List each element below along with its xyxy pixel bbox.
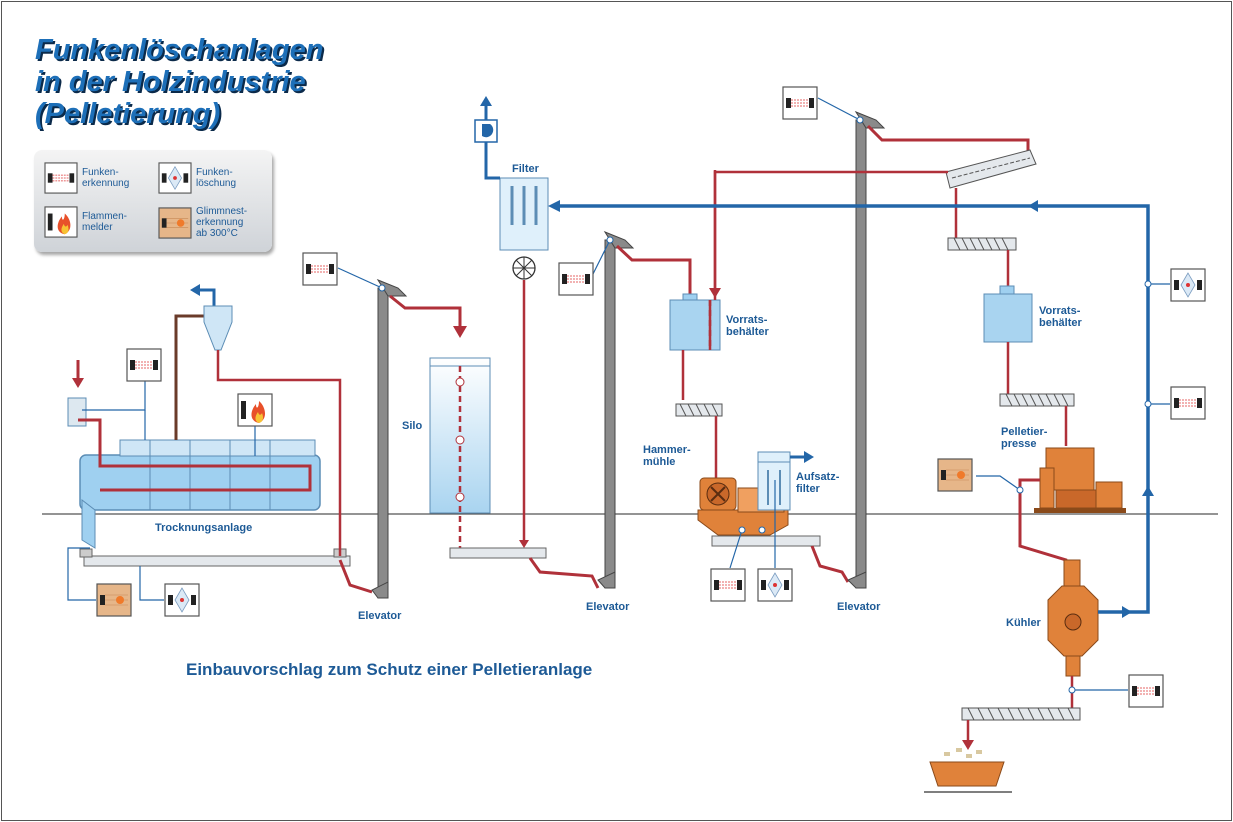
signal-lines xyxy=(67,97,1170,691)
label-cooler: Kühler xyxy=(1006,617,1041,629)
title-line-3: (Pelletierung) xyxy=(35,98,221,130)
blue-return-duct xyxy=(552,204,1150,614)
cyclone-to-dryer xyxy=(216,350,342,556)
legend-item-spark-extinction: Funken- löschung xyxy=(158,162,236,194)
cooler xyxy=(1047,559,1099,677)
pellet-press xyxy=(1034,447,1126,513)
storage-bin-2 xyxy=(983,285,1033,343)
label-pellet-press: Pelletier- presse xyxy=(1001,426,1048,450)
elevator-2 xyxy=(597,230,635,589)
elevator-3 xyxy=(847,110,886,589)
red-pipe-elevator1-silo xyxy=(389,294,462,330)
pipe-nodes xyxy=(378,116,1152,694)
sifter xyxy=(945,149,1037,189)
legend-label: Funken- erkennung xyxy=(82,167,130,189)
title-line-2: in der Holzindustrie xyxy=(35,66,306,98)
cyclone-outlet xyxy=(200,288,216,306)
conveyor-2 xyxy=(449,547,547,559)
label-elevator-3: Elevator xyxy=(837,601,881,613)
label-filter: Filter xyxy=(512,163,539,175)
spark-detector-icon xyxy=(44,162,78,194)
silo xyxy=(429,357,491,548)
filter xyxy=(499,177,549,280)
red-pipe-conveyor-elevator2 xyxy=(528,557,600,589)
conveyor-3 xyxy=(711,535,821,547)
label-drying-plant: Trocknungsanlage xyxy=(155,522,253,534)
legend-label: Funken- löschung xyxy=(196,167,237,189)
red-pipe-screen-return xyxy=(713,170,948,296)
filter-fan-duct xyxy=(484,140,500,180)
spark-detector-icon xyxy=(1170,386,1206,420)
spark-detector-icon xyxy=(558,262,594,296)
attachment-filter xyxy=(757,451,814,511)
label-storage-bin-2: Vorrats- behälter xyxy=(1039,305,1082,329)
flame-detector-icon xyxy=(44,206,78,238)
label-storage-bin-1: Vorrats- behälter xyxy=(726,314,769,338)
spark-detector-icon xyxy=(126,348,162,382)
legend-item-ember-detection: Glimmnest- erkennung ab 300°C xyxy=(158,206,247,239)
title-line-1: Funkenlöschanlagen xyxy=(35,34,324,66)
exhaust-duct xyxy=(174,314,204,440)
caption: Einbauvorschlag zum Schutz einer Pelleti… xyxy=(186,660,593,679)
label-attachment-filter: Aufsatz- filter xyxy=(796,471,840,495)
legend-item-flame-detector: Flammen- melder xyxy=(44,206,127,238)
cyclone xyxy=(203,305,233,351)
legend-panel: Funken- erkennung Funken- löschung Flamm… xyxy=(34,150,272,252)
conveyor-1 xyxy=(83,555,351,567)
ember-detector-icon xyxy=(937,458,973,492)
spark-extinguisher-icon xyxy=(1170,268,1206,302)
red-pipe-dryer-elevator xyxy=(338,559,373,594)
label-silo: Silo xyxy=(402,420,423,432)
legend-label: Flammen- melder xyxy=(82,211,128,233)
inlet-arrow xyxy=(72,378,84,388)
label-hammer-mill: Hammer- mühle xyxy=(643,444,691,468)
red-pipe-mill-elevator3 xyxy=(810,545,850,583)
ember-detector-icon xyxy=(96,583,132,617)
legend-label: Glimmnest- erkennung ab 300°C xyxy=(196,206,248,239)
pellet-container xyxy=(924,748,1012,793)
legend-item-spark-detection: Funken- erkennung xyxy=(44,162,129,194)
spark-extinguisher-icon xyxy=(164,583,200,617)
elevator-1 xyxy=(371,278,408,599)
ember-detector-icon xyxy=(158,206,192,239)
spark-extinguisher-icon xyxy=(757,568,793,602)
label-elevator-2: Elevator xyxy=(586,601,630,613)
screw-conveyor-2 xyxy=(947,237,1017,251)
spark-detector-icon xyxy=(710,568,746,602)
spark-detector-icon xyxy=(1128,674,1164,708)
spark-extinguisher-icon xyxy=(158,162,192,194)
drying-plant xyxy=(67,397,321,549)
red-pipe-elevator2-bin xyxy=(615,244,692,298)
label-elevator-1: Elevator xyxy=(358,610,402,622)
spark-detector-icon xyxy=(302,252,338,286)
page-title: Funkenlöschanlagen in der Holzindustrie … xyxy=(35,34,323,130)
red-pipe-elevator3-screen xyxy=(866,124,1030,152)
spark-detector-icon xyxy=(782,86,818,120)
storage-bin-1 xyxy=(669,293,721,351)
flame-detector-icon xyxy=(237,393,273,427)
